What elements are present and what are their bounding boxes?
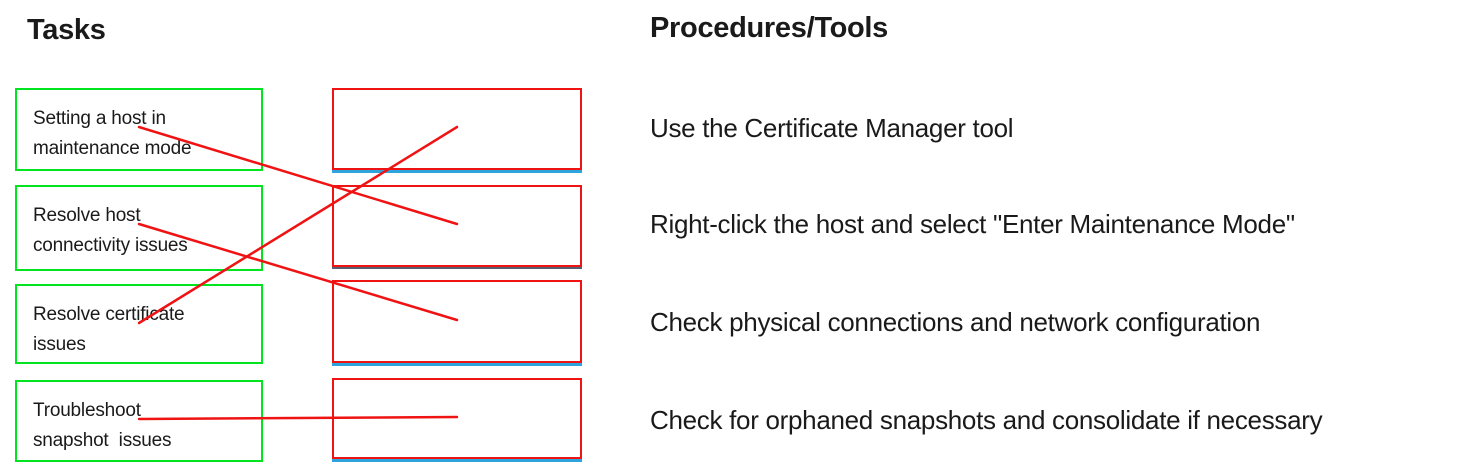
task-item-certificate-issues[interactable]: Resolve certificate issues — [15, 284, 263, 364]
task-item-maintenance-mode[interactable]: Setting a host in maintenance mode — [15, 88, 263, 171]
task-label: Resolve certificate issues — [33, 304, 185, 355]
procedures-column-heading: Procedures/Tools — [650, 12, 889, 44]
answer-slot-4[interactable] — [332, 378, 582, 462]
task-item-snapshot-issues[interactable]: Troubleshoot snapshot issues — [15, 380, 263, 462]
slot-underline-accent — [332, 170, 582, 173]
task-label: Setting a host in maintenance mode — [33, 108, 192, 159]
task-label: Troubleshoot snapshot issues — [33, 400, 172, 451]
answer-slot-2[interactable] — [332, 185, 582, 269]
slot-underline-accent — [332, 267, 582, 269]
procedure-enter-maintenance-mode: Right-click the host and select "Enter M… — [650, 209, 1295, 239]
slot-underline-accent — [332, 459, 582, 462]
tasks-column-heading: Tasks — [27, 14, 106, 46]
answer-slot-3[interactable] — [332, 280, 582, 366]
slot-underline-accent — [332, 363, 582, 366]
task-item-host-connectivity[interactable]: Resolve host connectivity issues — [15, 185, 263, 271]
task-label: Resolve host connectivity issues — [33, 205, 188, 256]
procedure-certificate-manager: Use the Certificate Manager tool — [650, 113, 1014, 143]
procedure-check-physical-connections: Check physical connections and network c… — [650, 307, 1261, 337]
procedure-check-orphaned-snapshots: Check for orphaned snapshots and consoli… — [650, 405, 1323, 435]
answer-slot-1[interactable] — [332, 88, 582, 173]
